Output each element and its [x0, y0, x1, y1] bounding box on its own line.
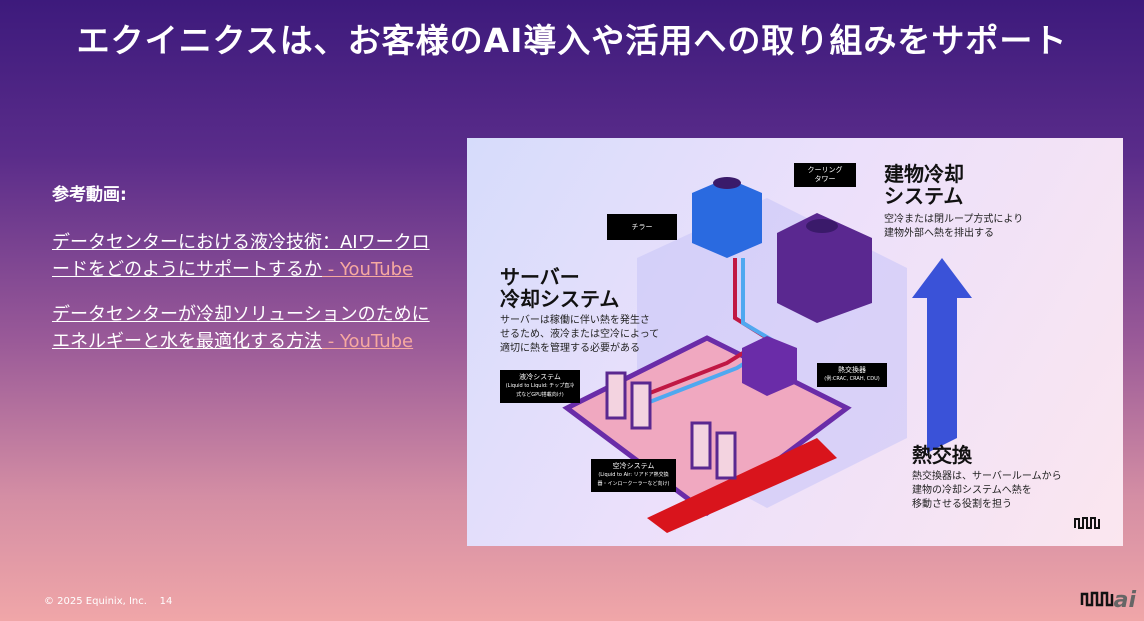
- cooling-illustration: 建物冷却 システム 空冷または閉ループ方式により 建物外部へ熱を排出する サーバ…: [467, 138, 1123, 546]
- footer: © 2025 Equinix, Inc. 14: [44, 596, 173, 607]
- heat-exchange-label: 熱交換 熱交換器は、サーバールームから 建物の冷却システムへ熱を 移動させる役割…: [912, 443, 1062, 510]
- red-base: [647, 438, 837, 533]
- heat-exchanger-tag: 熱交換器(例:CRAC, CRAH, CDU): [817, 363, 887, 387]
- slide-title: エクイニクスは、お客様のAI導入や活用への取り組みをサポート: [76, 21, 1068, 60]
- server-rack: [715, 431, 737, 480]
- chiller-fan: [713, 177, 741, 189]
- server-rack: [605, 371, 627, 420]
- building-cooling-label: 建物冷却 システム 空冷または閉ループ方式により 建物外部へ熱を排出する: [884, 162, 1024, 239]
- up-arrow: [912, 258, 972, 453]
- server-cooling-label: サーバー 冷却システム サーバーは稼働に伴い熱を発生さ せるため、液冷または空冷…: [500, 265, 660, 354]
- equinix-logo-icon: [1074, 517, 1100, 529]
- chiller: [692, 178, 762, 258]
- reference-link-2[interactable]: データセンターが冷却ソリューションのためにエネルギーと水を最適化する方法 - Y…: [52, 304, 430, 352]
- references: 参考動画: データセンターにおける液冷技術：AIワークロードをどのようにサポート…: [52, 180, 432, 365]
- reference-link-1[interactable]: データセンターにおける液冷技術：AIワークロードをどのようにサポートするか - …: [52, 232, 430, 280]
- cooling-tower-tag: クーリングタワー: [794, 163, 856, 187]
- corner-logo: ai: [1080, 588, 1136, 613]
- heat-exchanger: [742, 336, 797, 396]
- tower-fan: [806, 219, 838, 233]
- equinix-logo-icon: [1080, 591, 1113, 607]
- server-rack: [630, 381, 652, 430]
- chiller-tag: チラー: [607, 214, 677, 240]
- server-rack: [690, 421, 712, 470]
- cooling-tower: [777, 213, 872, 323]
- liquid-cooling-tag: 液冷システム(Liquid to Liquid: チップ直冷式などGPU搭載向け…: [500, 370, 580, 403]
- isometric-diagram: [562, 177, 972, 533]
- references-heading: 参考動画:: [52, 185, 127, 205]
- air-cooling-tag: 空冷システム(Liquid to Air: リアドア熱交換器・インロークーラーな…: [591, 459, 676, 492]
- page-number: 14: [159, 596, 173, 607]
